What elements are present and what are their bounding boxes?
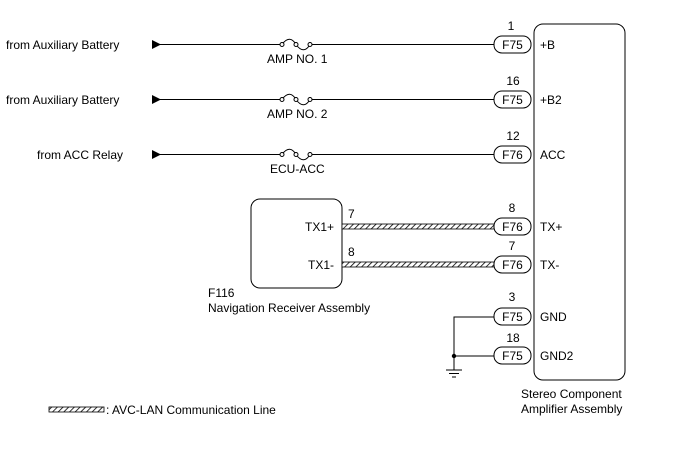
terminal-label: ACC	[540, 148, 566, 162]
connector-code: F76	[502, 148, 523, 162]
terminal-label: TX+	[540, 220, 562, 234]
nav-terminal-label: TX1-	[308, 258, 334, 272]
avc-lan-line-tx-minus: TX1- 8 7 F76 TX-	[308, 239, 559, 274]
connector-badge	[493, 307, 532, 326]
pin-number: 18	[506, 331, 520, 345]
pin-number: 3	[509, 290, 516, 304]
avc-lan-cable	[341, 261, 495, 268]
terminal-label: GND	[540, 310, 567, 324]
connector-badge	[493, 217, 532, 236]
legend-label: : AVC-LAN Communication Line	[106, 403, 276, 417]
fuse-label: AMP NO. 1	[267, 52, 328, 66]
navigation-receiver-name: Navigation Receiver Assembly	[208, 301, 370, 315]
connector-badge	[493, 346, 532, 365]
amplifier-name-line1: Stereo Component	[521, 387, 622, 401]
power-wire-1: from Auxiliary Battery AMP NO. 1 1 F75 +…	[6, 19, 555, 66]
fuse-label: AMP NO. 2	[267, 107, 328, 121]
fuse-label: ECU-ACC	[270, 162, 325, 176]
connector-badge	[493, 35, 532, 54]
avc-lan-cable	[341, 223, 495, 230]
wire-source-label: from Auxiliary Battery	[6, 38, 119, 52]
ground-line-gnd2: 18 F75 GND2	[451, 331, 574, 365]
navigation-receiver-box	[250, 198, 343, 289]
pin-number: 8	[509, 201, 516, 215]
navigation-receiver-code: F116	[208, 286, 235, 300]
terminal-label: TX-	[540, 258, 559, 272]
amplifier-name-line2: Amplifier Assembly	[521, 402, 622, 416]
connector-code: F76	[502, 258, 523, 272]
connector-code: F75	[502, 38, 523, 52]
terminal-label: GND2	[540, 349, 574, 363]
avc-lan-line-tx-plus: TX1+ 7 8 F76 TX+	[305, 201, 562, 236]
legend: : AVC-LAN Communication Line	[48, 403, 276, 417]
nav-pin-number: 7	[348, 207, 355, 221]
wire-source-label: from Auxiliary Battery	[6, 93, 119, 107]
ground-icon	[446, 356, 462, 378]
connector-badge	[493, 145, 532, 164]
pin-number: 16	[506, 74, 520, 88]
pin-number: 7	[509, 239, 516, 253]
nav-terminal-label: TX1+	[305, 220, 334, 234]
connector-code: F75	[502, 349, 523, 363]
connector-code: F75	[502, 93, 523, 107]
legend-swatch	[48, 406, 105, 413]
pin-number: 1	[508, 19, 515, 33]
terminal-label: +B	[540, 38, 555, 52]
connector-code: F75	[502, 310, 523, 324]
connector-badge	[493, 255, 532, 274]
nav-pin-number: 8	[348, 245, 355, 259]
amplifier-assembly-box	[533, 23, 626, 381]
terminal-label: +B2	[540, 93, 562, 107]
ground-line-gnd: 3 F75 GND	[453, 290, 567, 356]
pin-number: 12	[506, 129, 520, 143]
wire-source-label: from ACC Relay	[37, 148, 123, 162]
connector-badge	[493, 90, 532, 109]
power-wire-3: from ACC Relay ECU-ACC 12 F76 ACC	[37, 129, 566, 176]
connector-code: F76	[502, 220, 523, 234]
power-wire-2: from Auxiliary Battery AMP NO. 2 16 F75 …	[6, 74, 562, 121]
